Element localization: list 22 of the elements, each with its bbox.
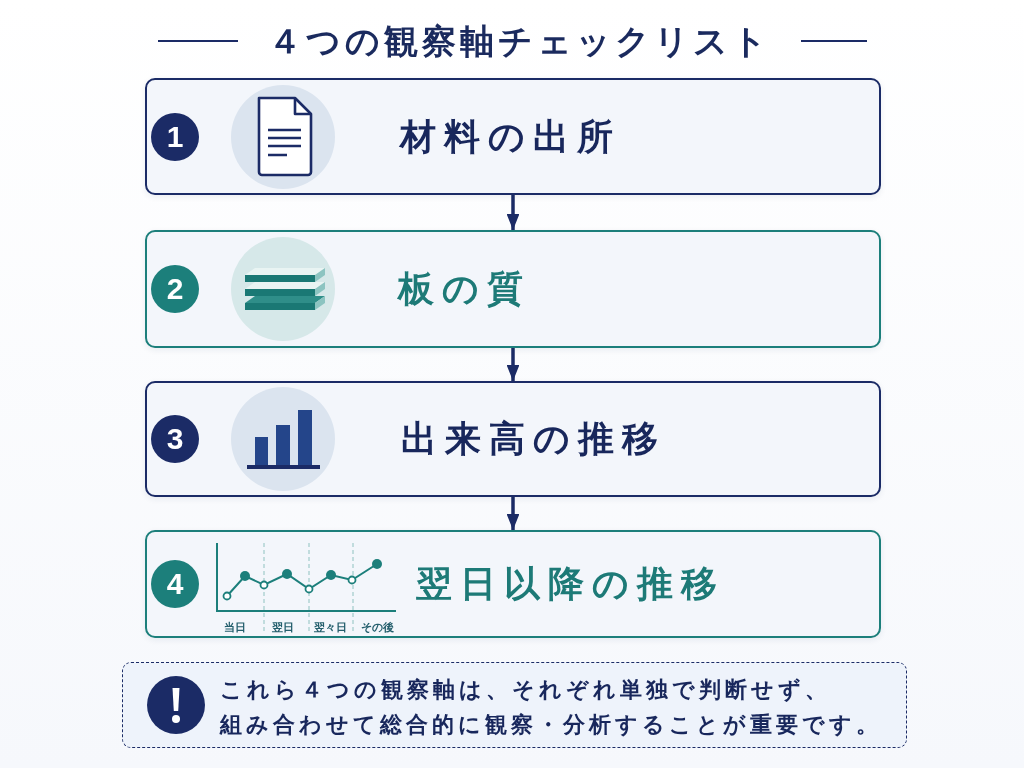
step-number-badge: 1	[151, 112, 199, 161]
step-title: 翌日以降の推移	[416, 562, 725, 606]
step-title: 板の質	[398, 267, 531, 311]
step-box	[145, 381, 881, 497]
title: ４つの観察軸チェックリスト	[267, 21, 771, 62]
step-title: 材料の出所	[400, 114, 621, 159]
axis-label: 翌々日	[313, 620, 347, 634]
note-box	[122, 662, 907, 748]
step-number-badge: 4	[151, 560, 199, 608]
axis-label: 当日	[224, 620, 246, 634]
arrow	[506, 497, 520, 530]
step-box	[145, 530, 881, 638]
step-number-badge: 3	[151, 415, 199, 463]
note-text: これら４つの観察軸は、それぞれ単独で判断せず、組み合わせて総合的に観察・分析することが重要です。	[220, 676, 883, 739]
axis-label: その後	[360, 620, 394, 634]
arrow	[506, 348, 520, 381]
step-number-badge: 2	[151, 265, 199, 313]
axis-label: 翌日	[272, 620, 294, 634]
step-box	[145, 78, 881, 195]
arrow	[506, 195, 520, 230]
step-title: 出来高の推移	[401, 417, 666, 461]
step-box	[145, 230, 881, 348]
